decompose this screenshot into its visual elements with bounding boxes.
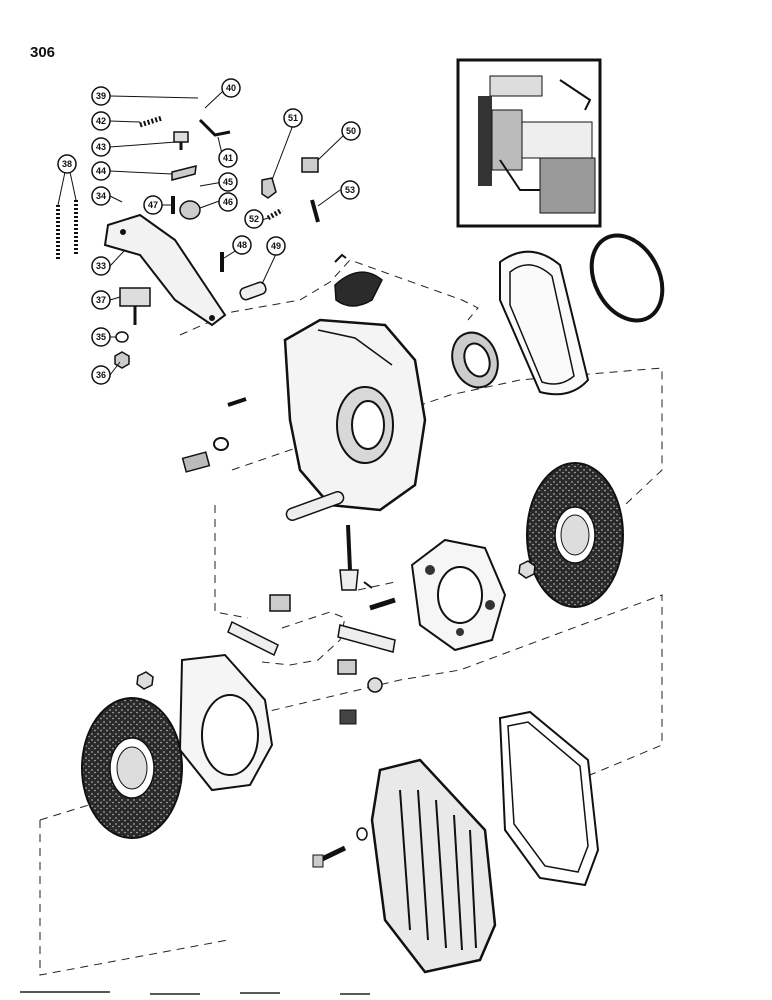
end-cover: [370, 758, 497, 974]
oil-seal: [451, 331, 499, 389]
bracket-51: [261, 177, 277, 199]
brake-disc-right: [526, 462, 624, 608]
cover-bolt: [312, 845, 347, 868]
brake-housing: [283, 318, 427, 512]
pin-53: [310, 199, 320, 223]
callout-label: 51: [288, 113, 298, 123]
pedal-switch-37: [119, 287, 151, 325]
roll-pin: [227, 397, 247, 407]
callout-label: 53: [345, 185, 355, 195]
fitting-50: [301, 157, 319, 173]
callout-50: 50: [341, 121, 361, 141]
callout-33: 33: [91, 256, 111, 276]
plate-44: [171, 165, 197, 181]
adjusting-screw: [339, 709, 357, 725]
callout-37: 37: [91, 290, 111, 310]
callout-bubbles: 39 40 42 43 41 44 45 38 34 47 46 33 48 49 37 35 36 51 50 52…: [57, 78, 361, 385]
callout-label: 39: [96, 91, 106, 101]
callout-40: 40: [221, 78, 241, 98]
cover-washer: [356, 827, 368, 841]
o-ring: [589, 233, 665, 323]
brake-disc-left: [81, 697, 183, 839]
callout-34: 34: [91, 186, 111, 206]
callout-label: 33: [96, 261, 106, 271]
callout-label: 43: [96, 142, 106, 152]
callout-label: 52: [249, 214, 259, 224]
callout-39: 39: [91, 86, 111, 106]
actuator-plate: [410, 538, 507, 652]
disc-nut-right: [518, 560, 536, 579]
spring-52: [266, 207, 284, 221]
callout-44: 44: [91, 161, 111, 181]
callout-52: 52: [244, 209, 264, 229]
link-bolt: [337, 659, 357, 675]
end-cover-gasket: [498, 710, 600, 887]
rod-41: [198, 118, 231, 137]
callout-label: 44: [96, 166, 106, 176]
callout-label: 42: [96, 116, 106, 126]
callout-label: 50: [346, 126, 356, 136]
assembly-dash-lines: [39, 259, 663, 976]
callout-label: 38: [62, 159, 72, 169]
clevis-rod: [339, 524, 373, 591]
callout-36: 36: [91, 365, 111, 385]
callout-48: 48: [232, 235, 252, 255]
pressure-plate: [178, 653, 274, 792]
callout-label: 36: [96, 370, 106, 380]
clevis-pin: [369, 597, 396, 611]
page-number: 306: [30, 44, 56, 61]
cross-section-inset: [456, 58, 602, 228]
callout-49: 49: [266, 236, 286, 256]
callout-46: 46: [218, 192, 238, 212]
cover-gasket: [499, 250, 590, 396]
spring-42: [139, 115, 163, 128]
sleeve-49: [239, 281, 267, 301]
callout-label: 45: [223, 177, 233, 187]
link-left: [227, 620, 279, 657]
callout-label: 34: [96, 191, 106, 201]
callout-41: 41: [218, 148, 238, 168]
actuating-shaft: [285, 491, 345, 521]
callout-label: 48: [237, 240, 247, 250]
callout-38: 38: [57, 154, 77, 174]
callout-label: 40: [226, 83, 236, 93]
plate-nut: [136, 671, 154, 690]
callout-label: 49: [271, 241, 281, 251]
nut-46: [179, 200, 201, 220]
callout-label: 47: [148, 200, 158, 210]
housing-washer: [213, 437, 229, 451]
callout-label: 35: [96, 332, 106, 342]
steel-ball: [367, 677, 383, 693]
bolt-43: [173, 131, 189, 150]
callout-45: 45: [218, 172, 238, 192]
housing-bolt: [181, 451, 211, 473]
callout-leaders: [57, 91, 346, 376]
callout-label: 37: [96, 295, 106, 305]
lever-bracket-33: [103, 213, 227, 327]
link-right: [337, 624, 396, 653]
callout-42: 42: [91, 111, 111, 131]
callout-51: 51: [283, 108, 303, 128]
callout-label: 46: [223, 197, 233, 207]
callout-35: 35: [91, 327, 111, 347]
callout-53: 53: [340, 180, 360, 200]
callout-47: 47: [143, 195, 163, 215]
breather-cap: [334, 253, 383, 307]
callout-label: 41: [223, 153, 233, 163]
washer-35: [115, 331, 129, 343]
callout-43: 43: [91, 137, 111, 157]
pivot-bolt: [269, 594, 291, 612]
scan-bottom-edge: [20, 991, 370, 995]
